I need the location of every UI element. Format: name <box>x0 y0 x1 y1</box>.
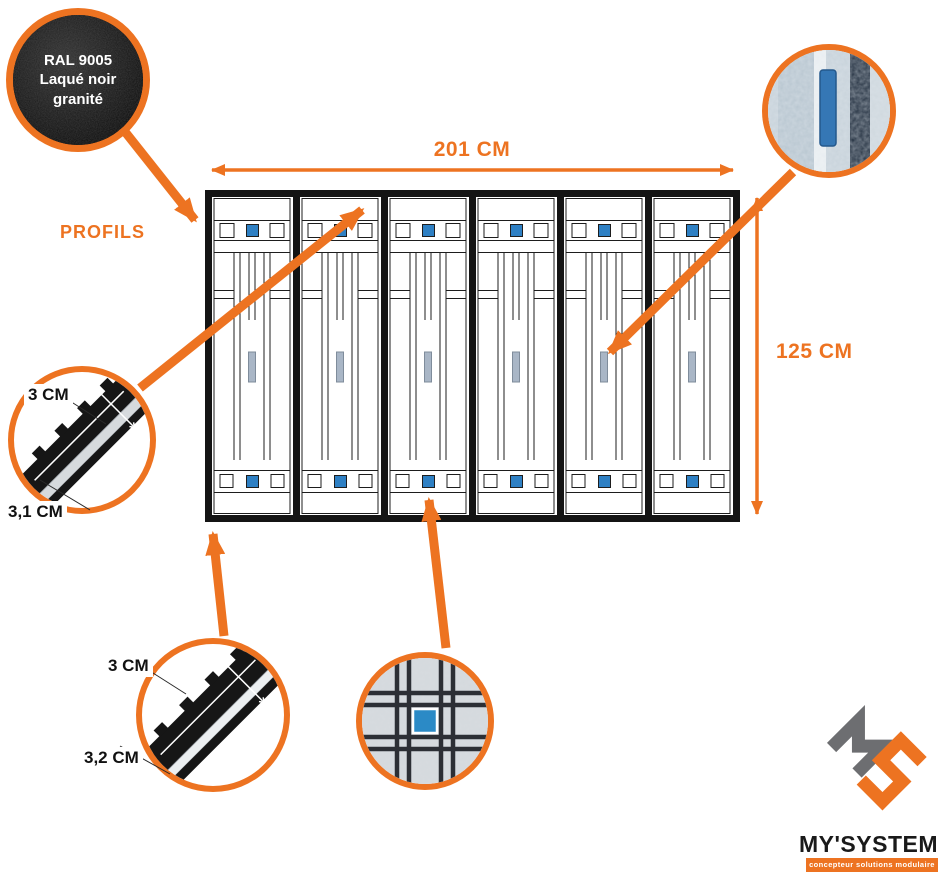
glass-hinge-detail-photo <box>762 44 896 178</box>
profile-cross-section-bottom-detail <box>136 638 290 792</box>
granite-texture <box>13 15 143 145</box>
profils-label: PROFILS <box>60 222 146 242</box>
profile-bottom-width-label: 3,2 CM <box>80 747 143 769</box>
white-dimension-lines <box>160 659 265 756</box>
width-dimension-label: 201 CM <box>433 138 511 161</box>
glass-grid-lines <box>362 658 488 784</box>
profile-top-width-label: 3,1 CM <box>4 501 67 523</box>
profile-top-depth-label: 3 CM <box>24 384 73 406</box>
ral-finish-line1: Laqué noir <box>39 71 117 89</box>
panel-drawing <box>205 190 740 522</box>
panel-mullions <box>293 193 652 519</box>
glass-square-detail-image <box>362 658 488 784</box>
logo-name: MY'SYSTEM <box>798 831 938 857</box>
ral-code: RAL 9005 <box>43 51 113 69</box>
callout-arrow-glass-square <box>421 497 451 649</box>
ral-color-badge: RAL 9005 Laqué noir granité <box>6 8 150 152</box>
blue-hinge-element <box>819 69 837 147</box>
glass-hinge-detail-image <box>768 50 890 172</box>
callout-arrow-profile-bottom <box>205 531 229 637</box>
logo-mark <box>826 704 927 811</box>
ral-badge-text: RAL 9005 Laqué noir granité <box>40 51 117 110</box>
logo-tagline: concepteur solutions modulaire <box>806 858 938 872</box>
glass-square-detail-photo <box>356 652 494 790</box>
ral-finish-line2: granité <box>52 90 103 108</box>
profile-cross-section-bottom-image <box>142 644 284 786</box>
blue-glass-square <box>411 707 439 735</box>
profile-bottom-depth-label: 3 CM <box>104 655 153 677</box>
height-dimension-label: 125 CM <box>776 340 853 363</box>
